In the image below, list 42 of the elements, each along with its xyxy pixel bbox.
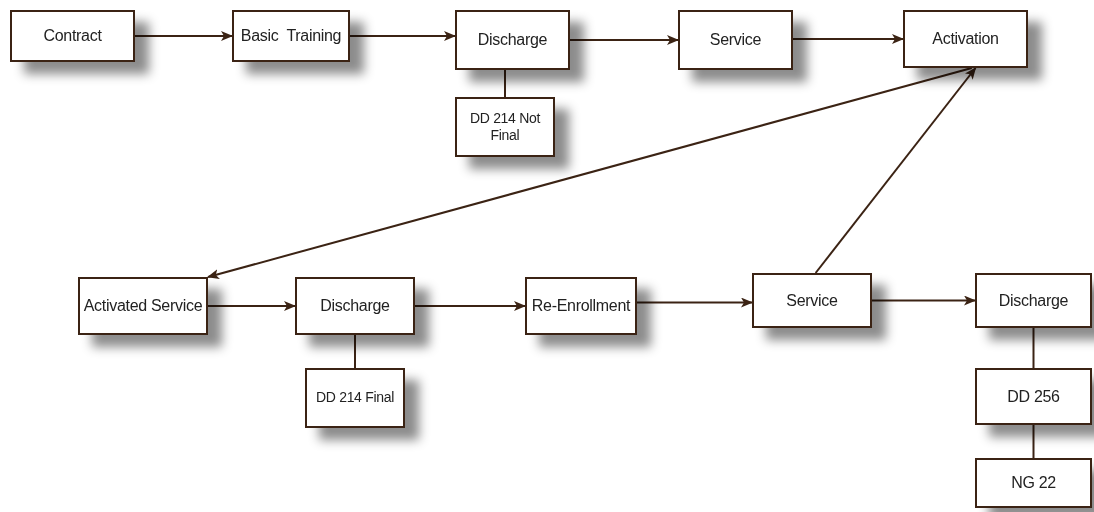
node-label: Discharge bbox=[477, 30, 548, 50]
process-box bbox=[525, 277, 637, 335]
process-box bbox=[455, 10, 570, 70]
arrow bbox=[207, 301, 296, 311]
node-label: Basic Training bbox=[240, 26, 342, 46]
arrow bbox=[814, 67, 977, 274]
document-box bbox=[305, 368, 405, 428]
arrow bbox=[792, 34, 904, 44]
node-label: Discharge bbox=[998, 290, 1069, 311]
node-label: Activation bbox=[932, 29, 999, 49]
node-label: Re-Enrollment bbox=[531, 296, 631, 316]
process-box bbox=[78, 277, 208, 335]
process-box bbox=[752, 273, 872, 328]
process-box bbox=[975, 458, 1092, 508]
arrow bbox=[636, 297, 753, 308]
node-label: NG 22 bbox=[1011, 473, 1056, 493]
arrow bbox=[207, 67, 973, 279]
process-box bbox=[975, 368, 1092, 425]
arrow bbox=[349, 31, 456, 41]
node-label: DD 214 Final bbox=[315, 389, 395, 407]
process-box bbox=[10, 10, 135, 62]
process-box bbox=[295, 277, 415, 335]
node-label: Activated Service bbox=[83, 296, 203, 316]
process-box bbox=[903, 10, 1028, 68]
process-box bbox=[975, 273, 1092, 328]
document-box bbox=[455, 97, 555, 157]
arrow bbox=[569, 35, 679, 45]
connector-line bbox=[1032, 327, 1035, 369]
connector-line bbox=[1032, 424, 1035, 459]
connector-line bbox=[504, 69, 506, 98]
node-label: Service bbox=[709, 30, 762, 50]
process-box bbox=[678, 10, 793, 70]
node-label: Service bbox=[786, 290, 838, 311]
arrow bbox=[414, 301, 526, 311]
arrow bbox=[134, 31, 233, 41]
node-label: Discharge bbox=[320, 296, 390, 316]
process-box bbox=[232, 10, 350, 62]
arrow bbox=[871, 295, 976, 306]
connector-line bbox=[354, 334, 356, 369]
node-label: DD 214 Not Final bbox=[468, 109, 542, 145]
node-label: Contract bbox=[43, 26, 102, 46]
node-label: DD 256 bbox=[1007, 386, 1060, 407]
